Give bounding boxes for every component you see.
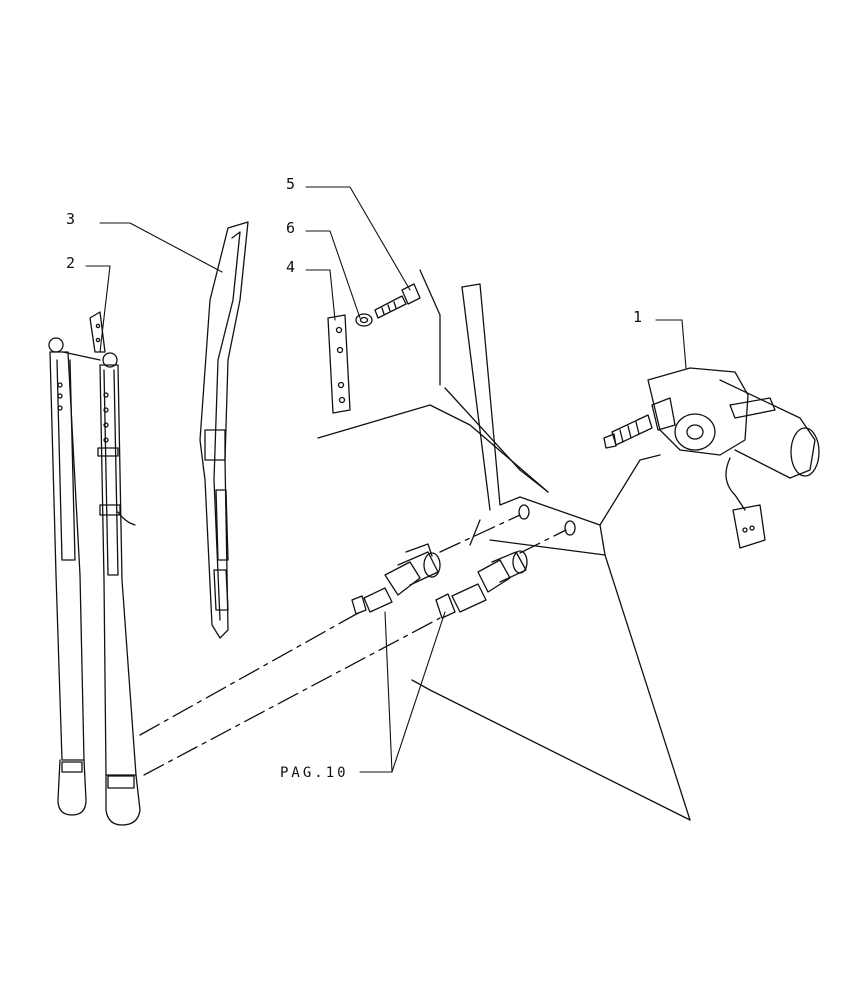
wiper-motor [603, 367, 820, 549]
wiper-arm-right [89, 311, 141, 826]
bolt [374, 283, 421, 319]
callout-6: 6 [286, 219, 295, 237]
mounting-holes [518, 504, 576, 536]
page-reference: PAG.10 [280, 765, 349, 781]
callout-3: 3 [66, 210, 75, 228]
mounting-bracket [327, 314, 351, 414]
washer [355, 313, 373, 327]
wiper-arm-left [48, 337, 101, 816]
leader-lines [85, 186, 687, 773]
callout-5: 5 [286, 175, 295, 193]
spindle-left [351, 543, 441, 615]
center-lines [139, 514, 567, 776]
callout-2: 2 [66, 254, 75, 272]
spindle-right [435, 550, 528, 619]
callout-4: 4 [286, 258, 295, 276]
panel-outline [317, 269, 691, 821]
wiper-blade [199, 221, 249, 639]
callout-1: 1 [633, 308, 642, 326]
